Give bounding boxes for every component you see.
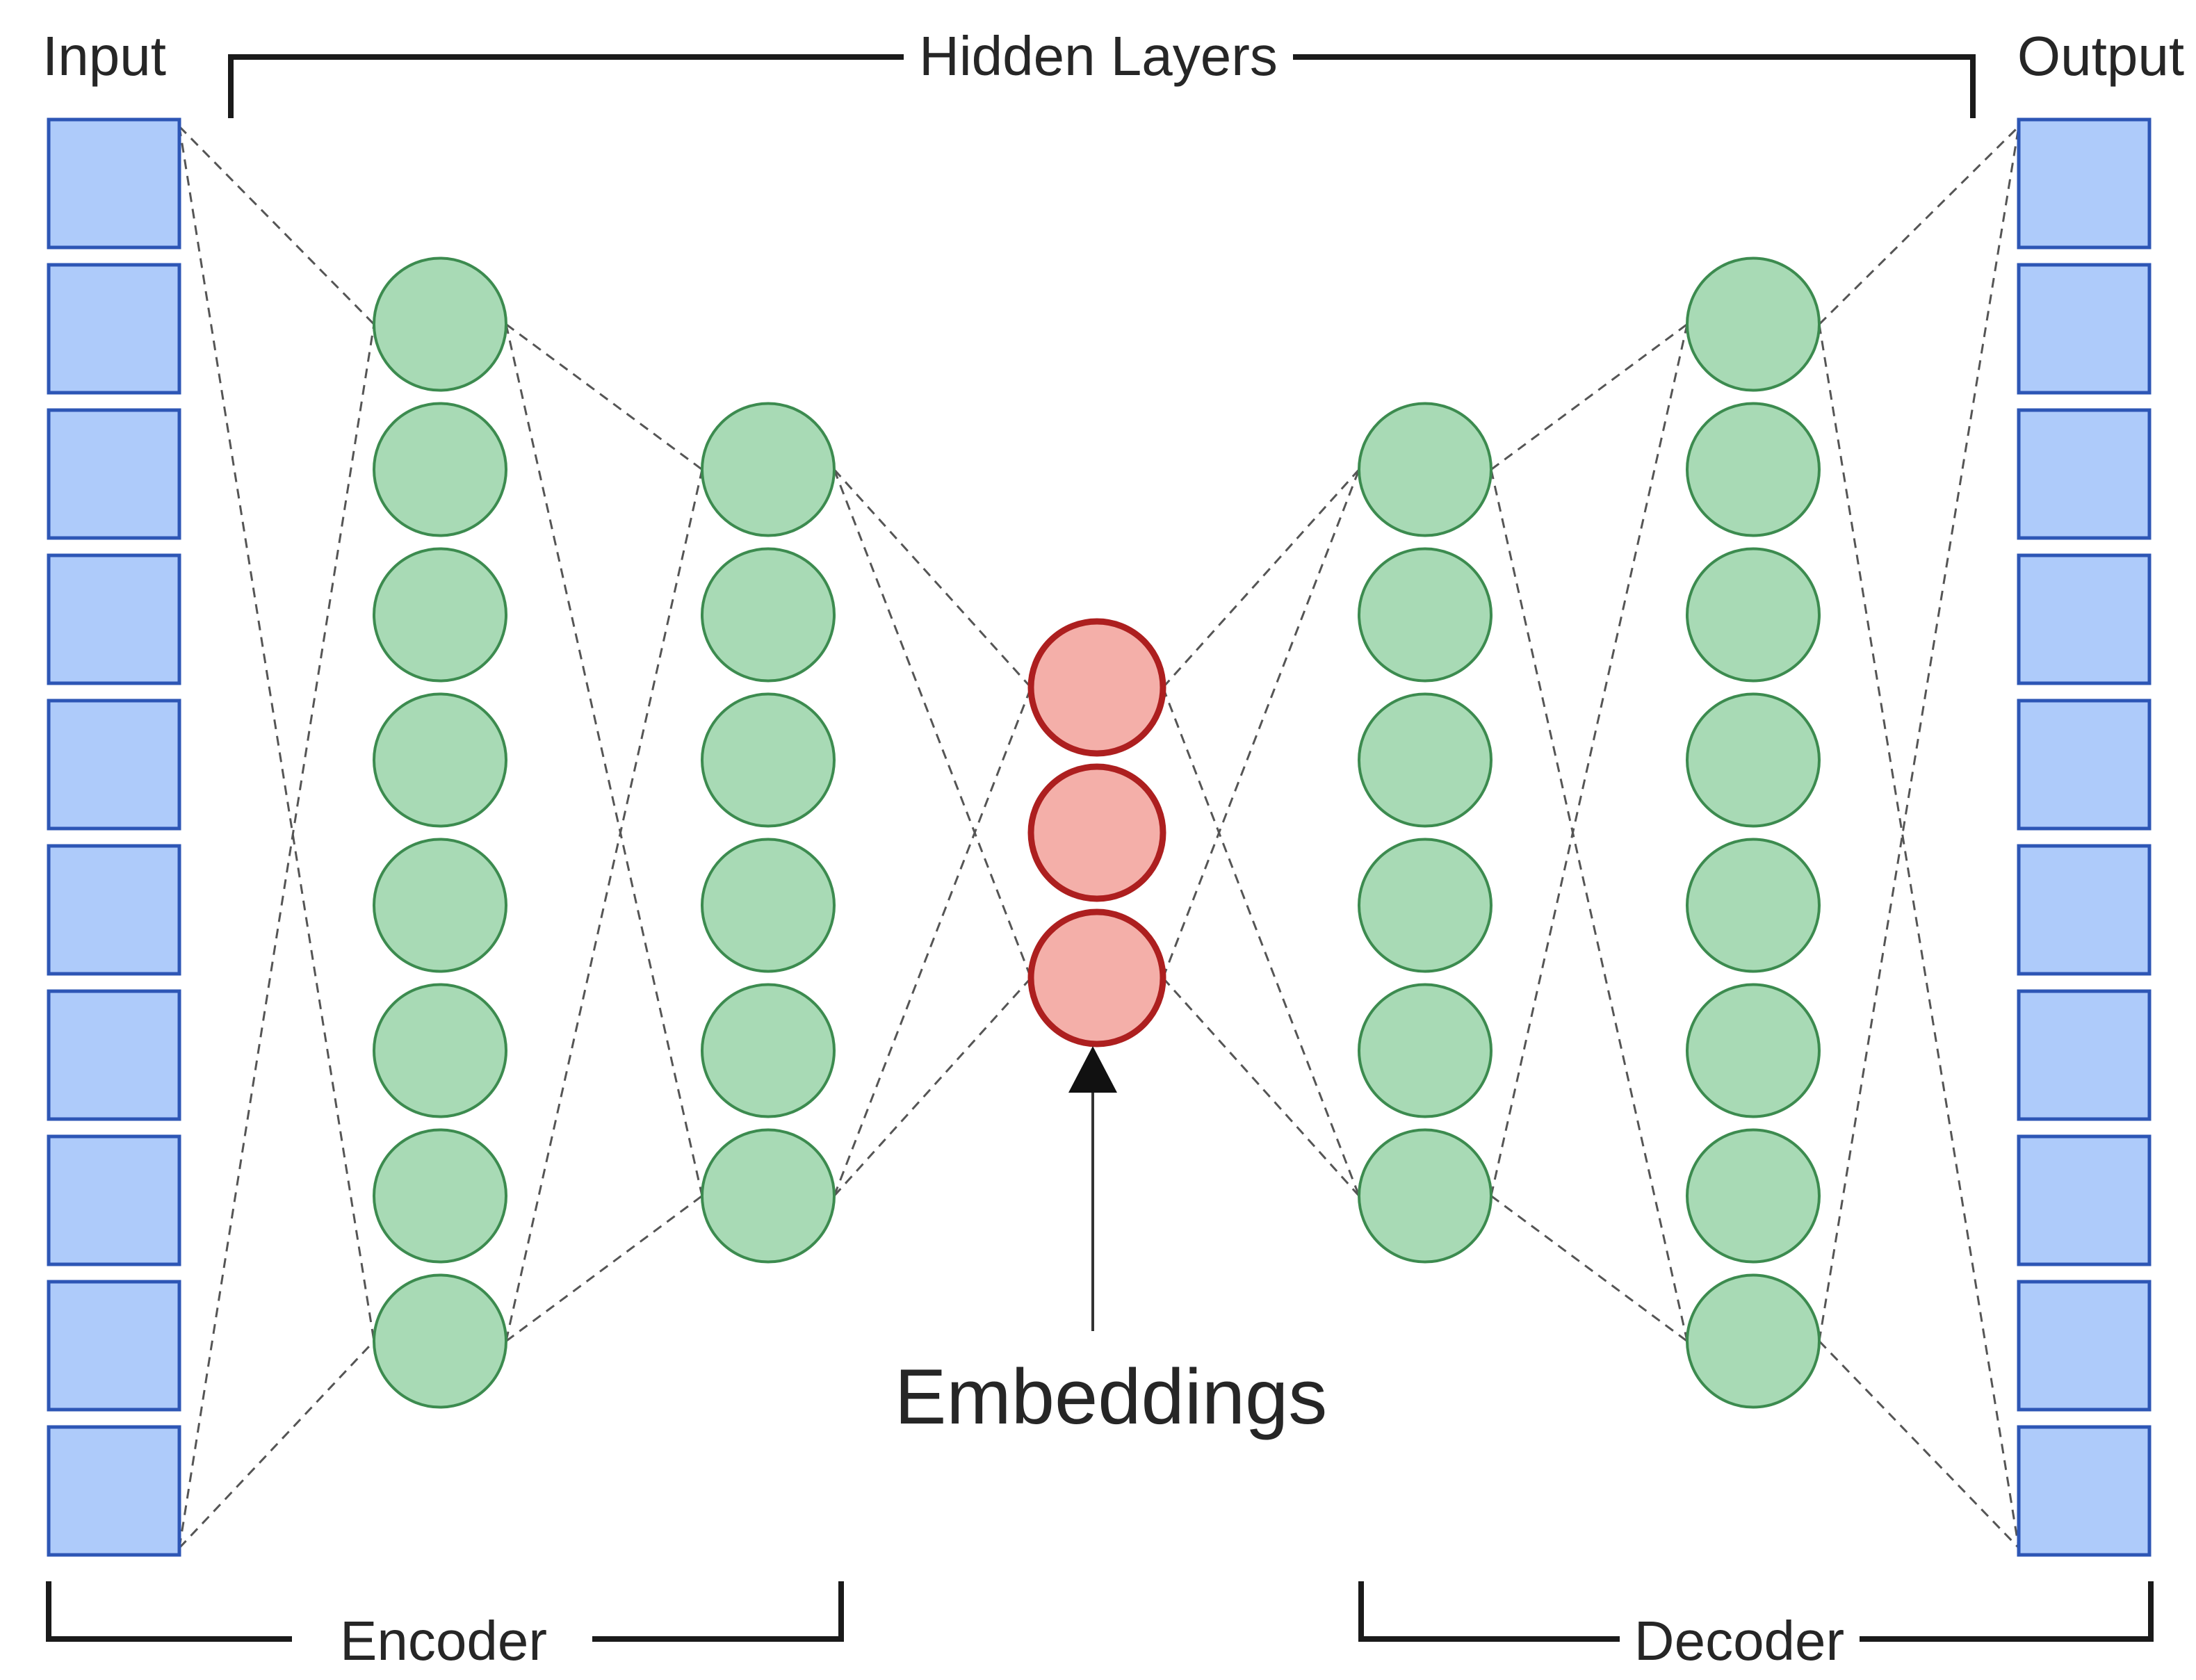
connection-line-11 <box>833 468 1032 979</box>
encoder-layer-2-node-6 <box>701 1128 836 1264</box>
connection-line-6 <box>505 1195 703 1342</box>
decoder-layer-2-node-3 <box>1686 547 1821 683</box>
input-unit-1 <box>47 117 181 250</box>
connection-line-1 <box>178 125 375 325</box>
connection-line-19 <box>1490 469 1689 1341</box>
encoder-layer-2-node-3 <box>701 692 836 828</box>
encoder-layer-1-node-6 <box>373 983 507 1118</box>
embeddings-label: Embeddings <box>895 1353 1328 1440</box>
input-unit-2 <box>47 263 181 395</box>
decoder-layer-1-node-2 <box>1358 547 1493 683</box>
connection-line-20 <box>1490 324 1689 1196</box>
input-unit-5 <box>47 699 181 831</box>
connection-line-21 <box>1818 125 2020 325</box>
connection-line-10 <box>833 977 1032 1197</box>
output-label: Output <box>2017 25 2184 87</box>
connection-line-18 <box>1490 1195 1688 1342</box>
hidden-layers-label: Hidden Layers <box>919 25 1278 87</box>
encoder-layer-1-node-2 <box>373 402 507 537</box>
encoder-layer-2-node-5 <box>701 983 836 1118</box>
encoder-layer-2-node-1 <box>701 402 836 537</box>
encoder-layer-1-node-7 <box>373 1128 507 1264</box>
connections-layer <box>178 125 2020 1549</box>
output-unit-8 <box>2017 1134 2152 1266</box>
encoder-layer-2-node-2 <box>701 547 836 683</box>
encoder-layer-1-node-8 <box>373 1273 507 1409</box>
output-unit-5 <box>2017 699 2152 831</box>
decoder-layer-1-node-5 <box>1358 983 1493 1118</box>
connection-line-12 <box>833 687 1032 1197</box>
encoder-layer-1-node-5 <box>373 838 507 973</box>
input-unit-6 <box>47 844 181 976</box>
vector-layer <box>47 117 2152 1557</box>
connection-line-7 <box>505 324 703 1196</box>
decoder-bracket <box>1358 1581 2154 1642</box>
output-unit-6 <box>2017 844 2152 976</box>
input-unit-7 <box>47 989 181 1121</box>
connection-line-22 <box>1818 1340 2020 1549</box>
connection-line-14 <box>1162 977 1360 1197</box>
connection-line-15 <box>1162 687 1360 1197</box>
connection-line-24 <box>1818 126 2020 1341</box>
embeddings-pointer-arrowhead <box>1068 1046 1117 1093</box>
embedding-node-3 <box>1027 908 1166 1047</box>
output-unit-10 <box>2017 1425 2152 1557</box>
encoder-bracket <box>46 1581 844 1642</box>
connection-line-5 <box>505 323 703 471</box>
connection-line-17 <box>1490 323 1688 471</box>
decoder-layer-1-node-6 <box>1358 1128 1493 1264</box>
decoder-layer-2-node-5 <box>1686 838 1821 973</box>
decoder-layer-2-node-8 <box>1686 1273 1821 1409</box>
encoder-layer-1-node-1 <box>373 256 507 392</box>
connection-line-23 <box>1818 324 2020 1549</box>
output-unit-7 <box>2017 989 2152 1121</box>
input-unit-9 <box>47 1280 181 1412</box>
connection-line-3 <box>178 126 375 1341</box>
connection-line-13 <box>1162 468 1360 689</box>
output-unit-1 <box>2017 117 2152 250</box>
embedding-node-1 <box>1027 618 1166 757</box>
connection-line-2 <box>178 1340 375 1549</box>
connection-line-16 <box>1162 468 1360 979</box>
connection-line-8 <box>505 469 703 1341</box>
connection-line-9 <box>833 468 1032 689</box>
decoder-layer-2-node-6 <box>1686 983 1821 1118</box>
decoder-layer-2-node-4 <box>1686 692 1821 828</box>
decoder-layer-2-node-1 <box>1686 256 1821 392</box>
nodes-layer <box>373 256 1821 1409</box>
decoder-layer-2-node-7 <box>1686 1128 1821 1264</box>
decoder-layer-2-node-2 <box>1686 402 1821 537</box>
output-unit-3 <box>2017 408 2152 540</box>
decoder-layer-1-node-4 <box>1358 838 1493 973</box>
input-unit-4 <box>47 553 181 685</box>
encoder-layer-1-node-3 <box>373 547 507 683</box>
decoder-layer-1-node-1 <box>1358 402 1493 537</box>
decoder-label: Decoder <box>1634 1610 1844 1672</box>
input-unit-3 <box>47 408 181 540</box>
connection-line-4 <box>178 324 375 1549</box>
input-label: Input <box>42 25 166 87</box>
decoder-layer-1-node-3 <box>1358 692 1493 828</box>
output-unit-9 <box>2017 1280 2152 1412</box>
output-unit-2 <box>2017 263 2152 395</box>
encoder-layer-2-node-4 <box>701 838 836 973</box>
encoder-layer-1-node-4 <box>373 692 507 828</box>
hidden-layers-bracket <box>228 54 1976 118</box>
input-unit-10 <box>47 1425 181 1557</box>
encoder-label: Encoder <box>340 1610 547 1672</box>
output-unit-4 <box>2017 553 2152 685</box>
input-unit-8 <box>47 1134 181 1266</box>
embedding-node-2 <box>1027 763 1166 902</box>
